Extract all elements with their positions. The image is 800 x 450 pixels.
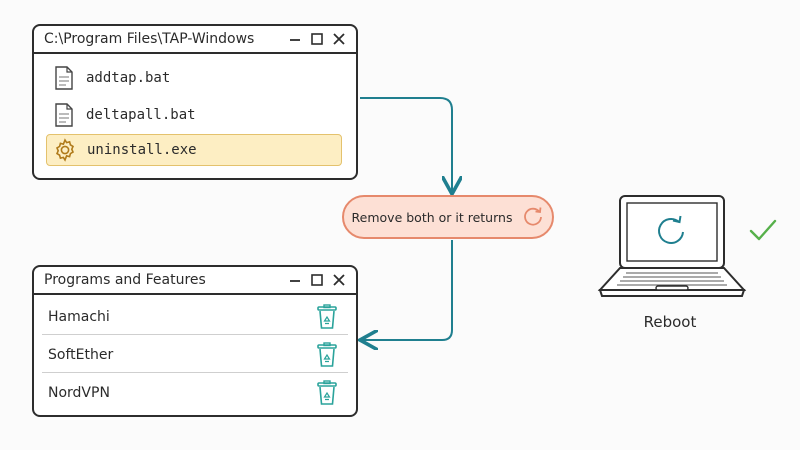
recycle-bin-icon[interactable] (316, 380, 338, 406)
programs-window: Programs and Features Hamachi SoftEther … (32, 265, 358, 417)
file-name: addtap.bat (86, 70, 171, 86)
programs-window-title: Programs and Features (44, 272, 206, 288)
warning-callout: Remove both or it returns (342, 195, 554, 239)
document-icon (52, 103, 76, 127)
file-item-uninstall[interactable]: uninstall.exe (46, 134, 342, 166)
minimize-icon[interactable] (288, 273, 302, 287)
recycle-bin-icon[interactable] (316, 341, 338, 368)
recycle-bin-icon[interactable] (316, 303, 338, 330)
program-item-nordvpn[interactable]: NordVPN (42, 375, 348, 411)
refresh-icon (522, 205, 544, 230)
program-item-softether[interactable]: SoftEther (42, 337, 348, 373)
maximize-icon[interactable] (310, 273, 324, 287)
file-name: deltapall.bat (86, 107, 196, 123)
refresh-icon (658, 215, 684, 244)
file-item-addtap[interactable]: addtap.bat (46, 62, 342, 94)
folder-window: C:\Program Files\TAP-Windows addtap.bat … (32, 24, 358, 180)
callout-text: Remove both or it returns (351, 209, 513, 225)
folder-window-title: C:\Program Files\TAP-Windows (44, 31, 255, 47)
close-icon[interactable] (332, 32, 346, 46)
program-name: NordVPN (48, 385, 110, 401)
arrow-files-to-callout (360, 97, 452, 192)
minimize-icon[interactable] (288, 32, 302, 46)
file-item-deltapall[interactable]: deltapall.bat (46, 99, 342, 131)
programs-window-titlebar: Programs and Features (34, 267, 356, 295)
document-icon (52, 66, 76, 90)
close-icon[interactable] (332, 273, 346, 287)
program-item-hamachi[interactable]: Hamachi (42, 299, 348, 335)
file-name: uninstall.exe (87, 142, 197, 158)
laptop-icon (597, 195, 747, 297)
arrow-callout-to-programs (362, 240, 453, 340)
checkmark-icon (749, 219, 777, 241)
program-name: Hamachi (48, 308, 110, 325)
maximize-icon[interactable] (310, 32, 324, 46)
folder-window-titlebar: C:\Program Files\TAP-Windows (34, 26, 356, 54)
program-name: SoftEther (48, 346, 114, 363)
gear-icon (53, 138, 77, 162)
reboot-label: Reboot (643, 313, 697, 331)
